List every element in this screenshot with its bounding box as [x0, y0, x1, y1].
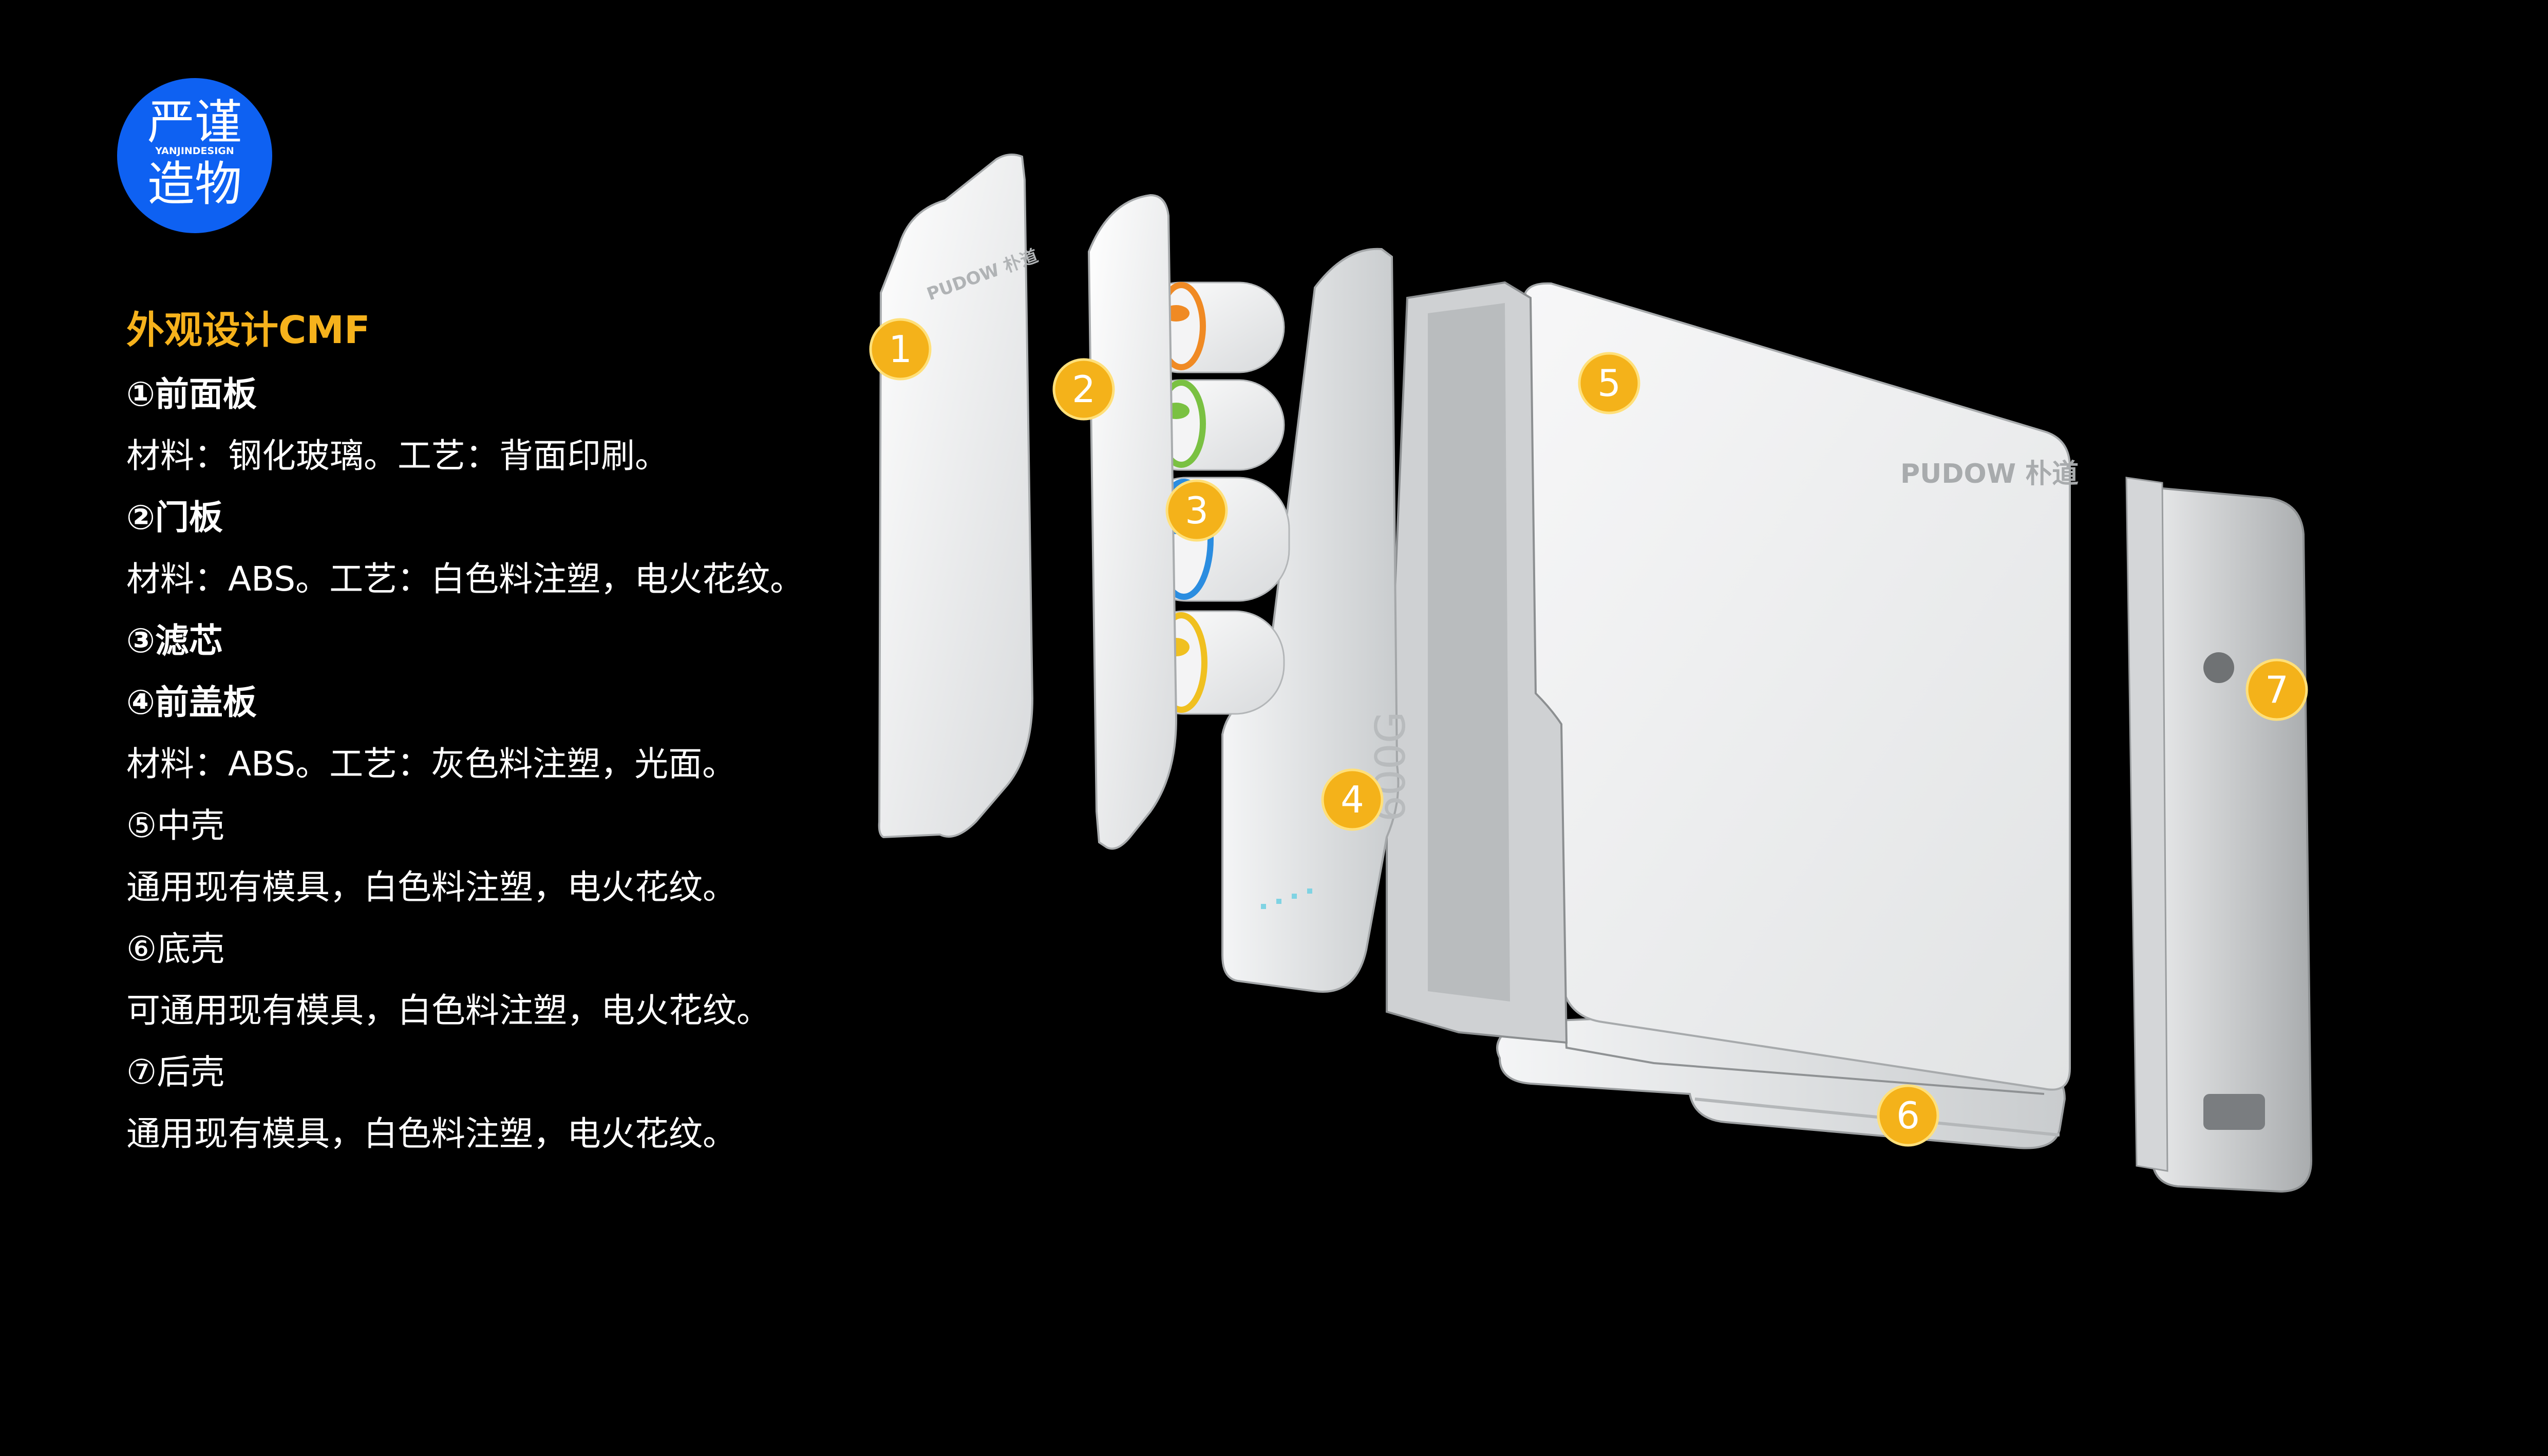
spec-line: ②门板 [126, 498, 223, 537]
callout-3: 3 [1165, 479, 1228, 542]
callout-4: 4 [1321, 768, 1384, 831]
svg-text:5: 5 [1597, 362, 1621, 405]
spec-line: ⑦后壳 [126, 1052, 225, 1092]
spec-lines: ①前面板材料：钢化玻璃。工艺：背面印刷。 ②门板材料：ABS。工艺：白色料注塑，电… [126, 364, 897, 1165]
logo-line2: 造物 [147, 157, 242, 212]
callout-7: 7 [2245, 658, 2308, 721]
spec-line: ④前盖板 [126, 683, 257, 722]
front-panel: PUDOW 朴道 [878, 154, 1041, 839]
brand-logo: 严谨 YANJINDESIGN 造物 [117, 78, 272, 233]
callout-1: 1 [869, 318, 932, 381]
callout-2: 2 [1052, 358, 1115, 421]
spec-title: 外观设计CMF [126, 308, 370, 352]
spec-line: 材料：钢化玻璃。工艺：背面印刷。 [126, 436, 669, 476]
spec-line: ①前面板 [126, 374, 257, 414]
spec-line: 通用现有模具，白色料注塑，电火花纹。 [126, 1114, 737, 1154]
spec-line: 材料：ABS。工艺：灰色料注塑，光面。 [126, 744, 737, 784]
callout-5: 5 [1578, 352, 1640, 414]
callout-6: 6 [1877, 1084, 1939, 1147]
rear-shell [2125, 477, 2313, 1193]
spec-line: 可通用现有模具，白色料注塑，电火花纹。 [126, 991, 770, 1030]
svg-text:4: 4 [1341, 778, 1364, 821]
exploded-product-view: PUDOW 朴道 600G [869, 154, 2313, 1193]
spec-line: 材料：ABS。工艺：白色料注塑，电火花纹。 [126, 559, 804, 599]
door-panel [1087, 194, 1178, 850]
logo-brand: YANJINDESIGN [155, 145, 234, 157]
svg-text:6: 6 [1896, 1094, 1920, 1137]
inner-frame [1386, 281, 1568, 1044]
spec-line: ⑤中壳 [126, 806, 225, 845]
spec-line: 通用现有模具，白色料注塑，电火花纹。 [126, 867, 737, 907]
svg-text:7: 7 [2265, 668, 2289, 711]
spec-line: ③滤芯 [126, 621, 223, 660]
svg-text:3: 3 [1185, 489, 1209, 532]
svg-text:1: 1 [889, 328, 912, 371]
shell-brand-mark: PUDOW 朴道 [1900, 459, 2079, 489]
cmf-spec: 外观设计CMF ①前面板材料：钢化玻璃。工艺：背面印刷。 ②门板材料：ABS。工艺… [126, 302, 897, 1165]
svg-text:2: 2 [1072, 368, 1096, 411]
spec-line: ⑥底壳 [126, 929, 225, 969]
logo-line1: 严谨 [147, 95, 242, 150]
